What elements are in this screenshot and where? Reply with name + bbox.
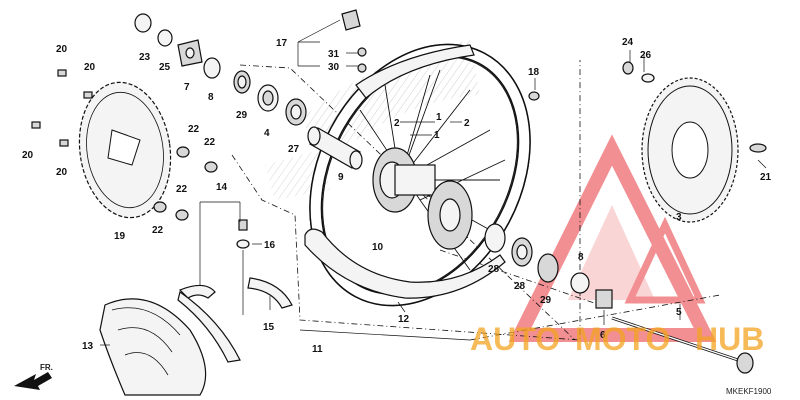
front-label: FR. (40, 363, 53, 372)
callout-3: 3 (676, 212, 682, 223)
watermark-word-hub: HUB (695, 321, 764, 357)
callout-27: 27 (288, 144, 300, 155)
callout-21: 21 (760, 172, 772, 183)
callout-22c: 22 (176, 184, 188, 195)
wheel-hub (372, 147, 473, 250)
callout-20a: 20 (56, 44, 68, 55)
callout-17: 17 (276, 38, 288, 49)
leader-lines (100, 19, 767, 346)
tire (99, 298, 207, 396)
callout-28a: 28 (488, 264, 500, 275)
callout-30: 30 (328, 62, 340, 73)
watermark-logo (508, 134, 717, 342)
callout-2: 2 (394, 118, 400, 129)
callout-20b: 20 (84, 62, 96, 73)
callout-18: 18 (528, 67, 540, 78)
rear-wheel-rim (309, 43, 531, 307)
callout-24: 24 (622, 37, 634, 48)
callout-14: 14 (216, 182, 228, 193)
brake-disc (78, 81, 172, 219)
callout-20c: 20 (22, 150, 34, 161)
diagram-code: MKEKF1900 (726, 387, 772, 396)
callout-23: 23 (139, 52, 151, 63)
callout-1b: 1 (434, 130, 440, 141)
callout-22d: 22 (152, 225, 164, 236)
callout-15: 15 (263, 322, 275, 333)
callout-20d: 20 (56, 167, 68, 178)
callout-10: 10 (372, 242, 384, 253)
callout-5: 5 (676, 307, 682, 318)
callout-1: 1 (436, 112, 442, 123)
watermark-text: AUTO MOTO HUB (470, 321, 764, 357)
rim-band (304, 44, 506, 299)
callouts: 1 1 2 2 3 4 5 6 7 8 8 9 10 11 12 13 14 1… (22, 37, 772, 355)
driven-sprocket (641, 77, 739, 223)
callout-31: 31 (328, 49, 340, 60)
watermark-word-moto: MOTO (575, 321, 670, 357)
callout-7: 7 (184, 82, 190, 93)
callout-8b: 8 (578, 252, 584, 263)
callout-28b: 28 (514, 281, 526, 292)
callout-22a: 22 (188, 124, 200, 135)
callout-11: 11 (312, 344, 323, 355)
callout-26: 26 (640, 50, 652, 61)
hub-parts-left (134, 13, 307, 126)
callout-6: 6 (600, 330, 606, 341)
inner-tube (177, 277, 293, 363)
callout-29b: 29 (540, 295, 552, 306)
callout-29a: 29 (236, 110, 248, 121)
front-arrow-icon: FR. (14, 363, 53, 390)
callout-19: 19 (114, 231, 126, 242)
callout-16: 16 (264, 240, 276, 251)
callout-8: 8 (208, 92, 214, 103)
watermark-word-auto: AUTO (470, 321, 560, 357)
callout-2b: 2 (464, 118, 470, 129)
callout-4: 4 (264, 128, 270, 139)
callout-9: 9 (338, 172, 344, 183)
hub-parts-right (484, 61, 767, 374)
callout-22b: 22 (204, 137, 216, 148)
callout-13: 13 (82, 341, 94, 352)
axle-collar (307, 126, 363, 170)
callout-25: 25 (159, 62, 171, 73)
bolts-left (31, 9, 540, 221)
valve-parts (236, 219, 250, 315)
callout-12: 12 (398, 314, 410, 325)
